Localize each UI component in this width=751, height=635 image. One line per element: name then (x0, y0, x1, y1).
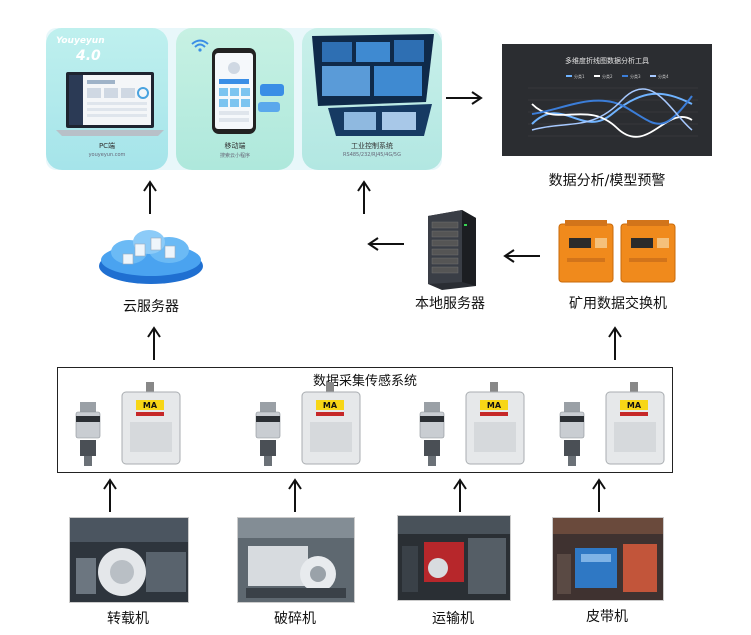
industrial-dashboard-icon (312, 34, 434, 136)
laptop-icon (56, 72, 164, 136)
mobile-client-card: 移动端 搜索云小程序 (176, 28, 294, 170)
machine-label-belt: 皮带机 (586, 609, 628, 625)
legend-item-3: 分类3 (630, 73, 641, 79)
ma-badge: MA (627, 401, 642, 410)
vibration-sensor-icon (255, 402, 281, 466)
mining-switch-label: 矿用数据交换机 (569, 296, 667, 312)
cloud-server-label: 云服务器 (123, 299, 179, 315)
data-acquisition-system: 数据采集传感系统 MA M (57, 367, 673, 473)
arrow-up-icon (592, 478, 606, 512)
vibration-sensor-icon (419, 402, 445, 466)
sensor-controller-icon: MA (465, 382, 525, 465)
arrow-left-icon (367, 237, 404, 251)
arrow-right-icon (446, 91, 483, 105)
sensor-controller-icon: MA (301, 382, 361, 465)
analysis-label: 数据分析/模型预警 (548, 173, 666, 189)
industrial-client-card: 工业控制系统 RS485/232/RJ45/4G/5G (302, 28, 442, 170)
local-server-label: 本地服务器 (415, 296, 485, 312)
machine-photo-crusher (237, 517, 355, 603)
arrow-up-icon (288, 478, 302, 512)
arrow-up-icon (103, 478, 117, 512)
machine-photo-belt (552, 517, 664, 601)
legend-item-4: 分类4 (658, 73, 669, 79)
mining-switch-icon (558, 220, 676, 283)
client-banner: Youyeyun 4.0 PC端 youyeyun.com (46, 28, 442, 170)
machine-photo-conveyor (397, 515, 511, 601)
system-title: 数据采集传感系统 (312, 374, 417, 389)
ma-badge: MA (143, 401, 158, 410)
sensor-group: MA (68, 382, 188, 468)
machine-label-crusher: 破碎机 (274, 611, 316, 627)
machine-photo-transfer (69, 517, 189, 603)
mobile-sub: 搜索云小程序 (219, 153, 250, 159)
line-chart-graphic: 分类1 分类2 分类3 分类4 (528, 73, 698, 138)
legend-item-1: 分类1 (574, 73, 585, 79)
vibration-sensor-icon (559, 402, 585, 466)
sensor-group: MA (412, 382, 532, 468)
cloud-server-icon (99, 230, 203, 284)
arrow-up-icon (147, 326, 161, 360)
legend-item-2: 分类2 (602, 73, 613, 79)
ma-badge: MA (323, 401, 338, 410)
ma-badge: MA (487, 401, 502, 410)
brand-name: Youyeyun (56, 36, 105, 46)
chart-panel-title: 多维度折线图数据分析工具 (565, 57, 649, 65)
sensor-controller-icon: MA (121, 382, 181, 465)
vibration-sensor-icon (75, 402, 101, 466)
industrial-title: 工业控制系统 (351, 142, 393, 150)
mobile-title: 移动端 (224, 142, 246, 150)
sensor-controller-icon: MA (605, 382, 665, 465)
arrow-left-icon (503, 249, 540, 263)
machine-label-conveyor: 运输机 (432, 611, 474, 627)
pc-sub: youyeyun.com (88, 152, 126, 158)
phone-icon (212, 48, 284, 134)
arrow-up-icon (608, 326, 622, 360)
industrial-sub: RS485/232/RJ45/4G/5G (343, 152, 401, 158)
arrow-up-icon (453, 478, 467, 512)
sensor-group: MA (552, 382, 672, 468)
pc-title: PC端 (98, 142, 116, 150)
machine-label-transfer: 转载机 (107, 611, 149, 627)
local-server-icon (428, 210, 476, 290)
arrow-up-icon (143, 180, 157, 214)
sensor-group: MA (248, 382, 368, 468)
brand-version: 4.0 (76, 48, 101, 64)
arrow-up-icon (357, 180, 371, 214)
wifi-icon (191, 39, 209, 52)
pc-client-card: Youyeyun 4.0 PC端 youyeyun.com (46, 28, 168, 170)
analysis-chart-panel: 多维度折线图数据分析工具 分类1 分类2 分类3 分类4 (502, 44, 712, 156)
